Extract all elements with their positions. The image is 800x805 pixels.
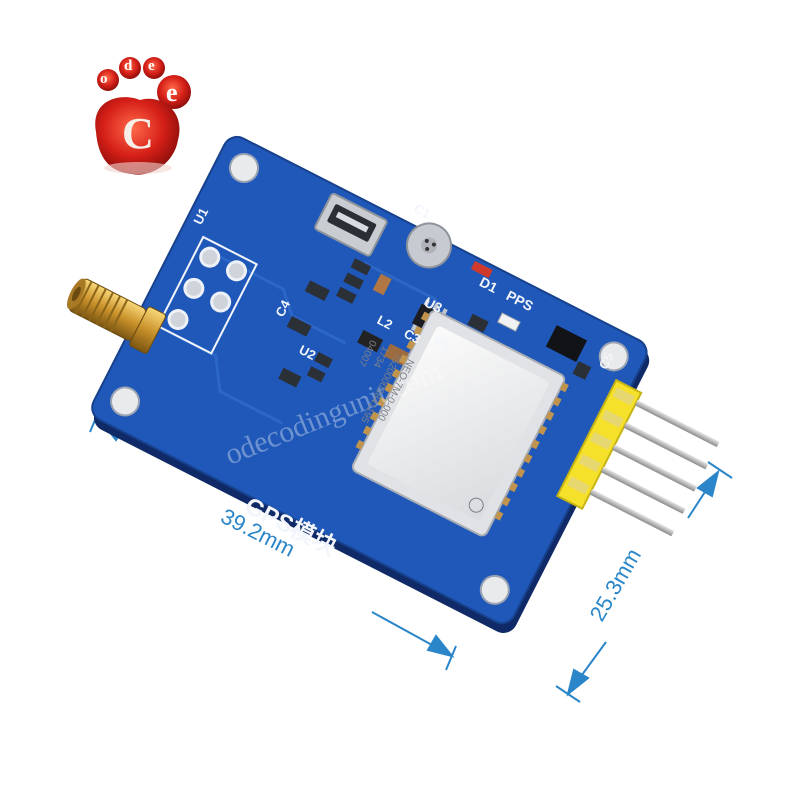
logo-seal bbox=[95, 57, 191, 175]
micro-usb-port bbox=[314, 192, 388, 257]
pin-header bbox=[555, 378, 720, 537]
logo-letter: o bbox=[100, 71, 108, 87]
mounting-holes bbox=[110, 153, 629, 605]
logo-letter: d bbox=[124, 58, 133, 74]
sma-antenna-connector bbox=[66, 278, 167, 354]
gps-module-can bbox=[351, 310, 569, 537]
logo-letter: e bbox=[166, 78, 178, 107]
backup-battery bbox=[405, 222, 452, 269]
pcb-board bbox=[91, 135, 720, 633]
logo-letter: e bbox=[148, 58, 155, 74]
logo-letter: C bbox=[122, 109, 154, 158]
u1-header-pads bbox=[167, 246, 247, 331]
